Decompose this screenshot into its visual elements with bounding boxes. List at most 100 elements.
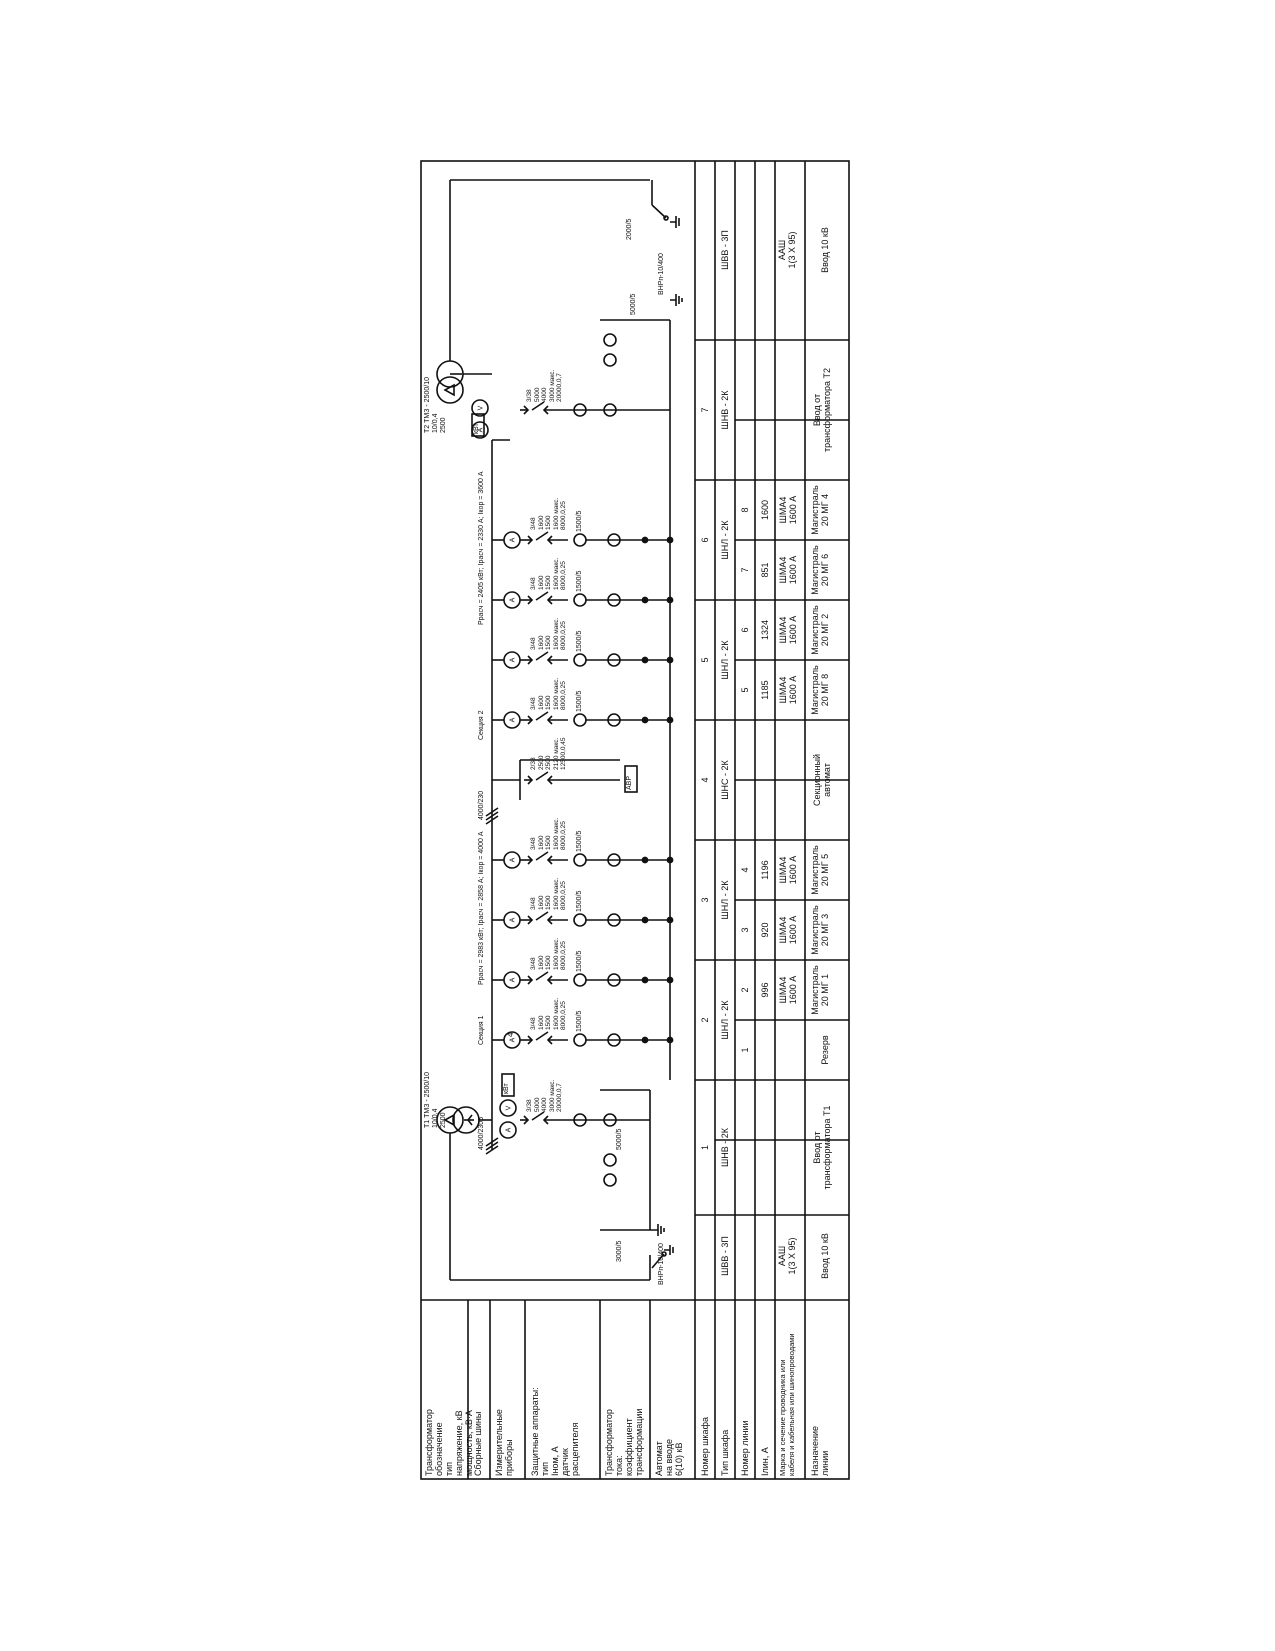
breaker-blade	[535, 591, 549, 601]
junction-dot	[666, 1036, 674, 1044]
line-3-current: 920	[760, 922, 770, 938]
relay-box-2-text: кВт	[473, 423, 480, 434]
header-busbars: Сборные шины	[473, 1411, 483, 1476]
disconnect-contact-icon	[527, 655, 534, 665]
feeder-ct-icon	[573, 913, 587, 927]
relay-box-text: кВт	[503, 1083, 510, 1094]
breaker-blade	[535, 771, 549, 781]
breaker-spec-line: 3/48	[530, 697, 537, 710]
cabinet-6-no: 6	[700, 537, 710, 543]
meter-symbol: A	[510, 537, 517, 542]
relay-box-2	[471, 413, 485, 437]
ct-ratio-label: 1500/5	[576, 510, 583, 532]
disconnect-contact-icon	[546, 915, 553, 925]
disconnect-contact-icon	[546, 715, 553, 725]
line-3-purpose: Магистраль 20 МГ 3	[810, 905, 830, 955]
line-6-no: 6	[740, 627, 750, 633]
cabinet-4-purpose: Секционный автомат	[812, 753, 832, 807]
breaker-spec-line: 1500	[545, 695, 552, 710]
breaker-spec-line: 8000,0,25	[560, 681, 567, 710]
breaker-blade	[531, 401, 545, 411]
delta-icon	[443, 1113, 455, 1127]
ct-ratio-label: 1500/5	[576, 950, 583, 972]
section-1-label: Секция 1	[478, 1015, 485, 1045]
line-6-current: 1324	[760, 619, 770, 641]
disconnect-contact-icon	[546, 855, 553, 865]
breaker-spec-line: 3/48	[530, 957, 537, 970]
feeder-ct-icon	[607, 533, 621, 547]
feeder-ct-icon	[607, 713, 621, 727]
breaker-spec-line: 1600 макс.	[552, 677, 560, 710]
ground-icon	[650, 1224, 665, 1236]
line-7-current: 851	[760, 562, 770, 578]
disconnect-contact-icon	[527, 855, 534, 865]
breaker-spec-line: 4000	[541, 1097, 548, 1112]
bus-hatch	[485, 1145, 499, 1155]
cabinet-8-cable: ААШ 1(3 X 95)	[777, 231, 797, 269]
line-6-purpose: Магистраль 20 МГ 2	[810, 605, 830, 655]
breaker-spec-line: 8000,0,25	[560, 1001, 567, 1030]
disconnect-contact-icon	[523, 405, 530, 415]
breaker-spec-line: 8000,0,25	[560, 561, 567, 590]
line-5-no: 5	[740, 687, 750, 693]
feeder-ct-icon	[573, 653, 587, 667]
line-8-no: 8	[740, 507, 750, 513]
line-3-cable: ШМА4 1600 А	[778, 915, 798, 945]
breaker-spec-line: 1500	[545, 835, 552, 850]
cabinet-0-type: ШВВ - 3П	[720, 1236, 730, 1276]
feeder-ct-icon	[573, 533, 587, 547]
feeder-ct-icon	[573, 973, 587, 987]
row-label-line-current: Iлин, А	[760, 1447, 770, 1476]
header-protective-devices: Защитные аппараты: тип Iном, А датчик ра…	[530, 1387, 580, 1476]
breaker-spec-line: 1600	[537, 895, 545, 910]
bus-hatch	[485, 815, 499, 825]
section-2-label: Секция 2	[478, 710, 485, 740]
ct-ratio-label: 1500/5	[576, 690, 583, 712]
breaker-spec-line: 1600 макс.	[552, 937, 560, 970]
breaker-spec-line: 1600	[537, 835, 545, 850]
avr-box	[624, 765, 638, 793]
breaker-spec-line: 3000 макс.	[548, 369, 556, 402]
breaker-spec-line: 3/48	[530, 897, 537, 910]
cabinet-3-no: 3	[700, 897, 710, 903]
breaker-spec-line: 8000,0,25	[560, 941, 567, 970]
meter-symbol: A	[510, 1037, 517, 1042]
breaker-spec-line: 1600 макс.	[552, 497, 560, 530]
transformer-winding-icon	[436, 376, 464, 404]
disconnect-contact-icon	[546, 535, 553, 545]
junction-dot	[641, 916, 649, 924]
disconnect-contact-icon	[542, 1115, 549, 1125]
ct-ratio-label: 1500/5	[576, 830, 583, 852]
feeder-ct-icon	[573, 853, 587, 867]
breaker-spec-line: 1600	[537, 1015, 545, 1030]
disconnect-contact-icon	[546, 595, 553, 605]
line-4-no: 4	[740, 867, 750, 873]
junction-dot	[641, 656, 649, 664]
line-7-cable: ШМА4 1600 А	[778, 555, 798, 585]
bus-hatch	[485, 1137, 499, 1147]
breaker-spec-line: 8000,0,25	[560, 881, 567, 910]
current-transformer-icon	[603, 1173, 617, 1187]
breaker-spec-line: 1600 макс.	[552, 877, 560, 910]
breaker-blade	[531, 1111, 545, 1121]
disconnect-contact-icon	[546, 775, 553, 785]
cabinet-4-type: ШНС - 2К	[720, 760, 730, 800]
breaker-spec-line: 2120 макс.	[552, 737, 560, 770]
meter-symbol: A	[510, 597, 517, 602]
breaker-spec-line: 12500,0,45	[560, 737, 567, 770]
row-label-cabinet-type: Тип шкафа	[720, 1429, 730, 1476]
breaker-blade	[535, 851, 549, 861]
breaker-spec-line: 20000,0,7	[556, 1083, 563, 1112]
row-label-cable: Марка и сечение проводника или кабеля и …	[778, 1333, 796, 1476]
breaker-spec-line: 1600	[537, 515, 545, 530]
breaker-blade	[535, 651, 549, 661]
breaker-spec-line: 3/38	[526, 389, 533, 402]
row-label-cabinet-no: Номер шкафа	[700, 1417, 710, 1476]
line-8-current: 1600	[760, 499, 770, 521]
row-label-line-no: Номер линии	[740, 1420, 750, 1476]
current-transformer-icon	[603, 353, 617, 367]
